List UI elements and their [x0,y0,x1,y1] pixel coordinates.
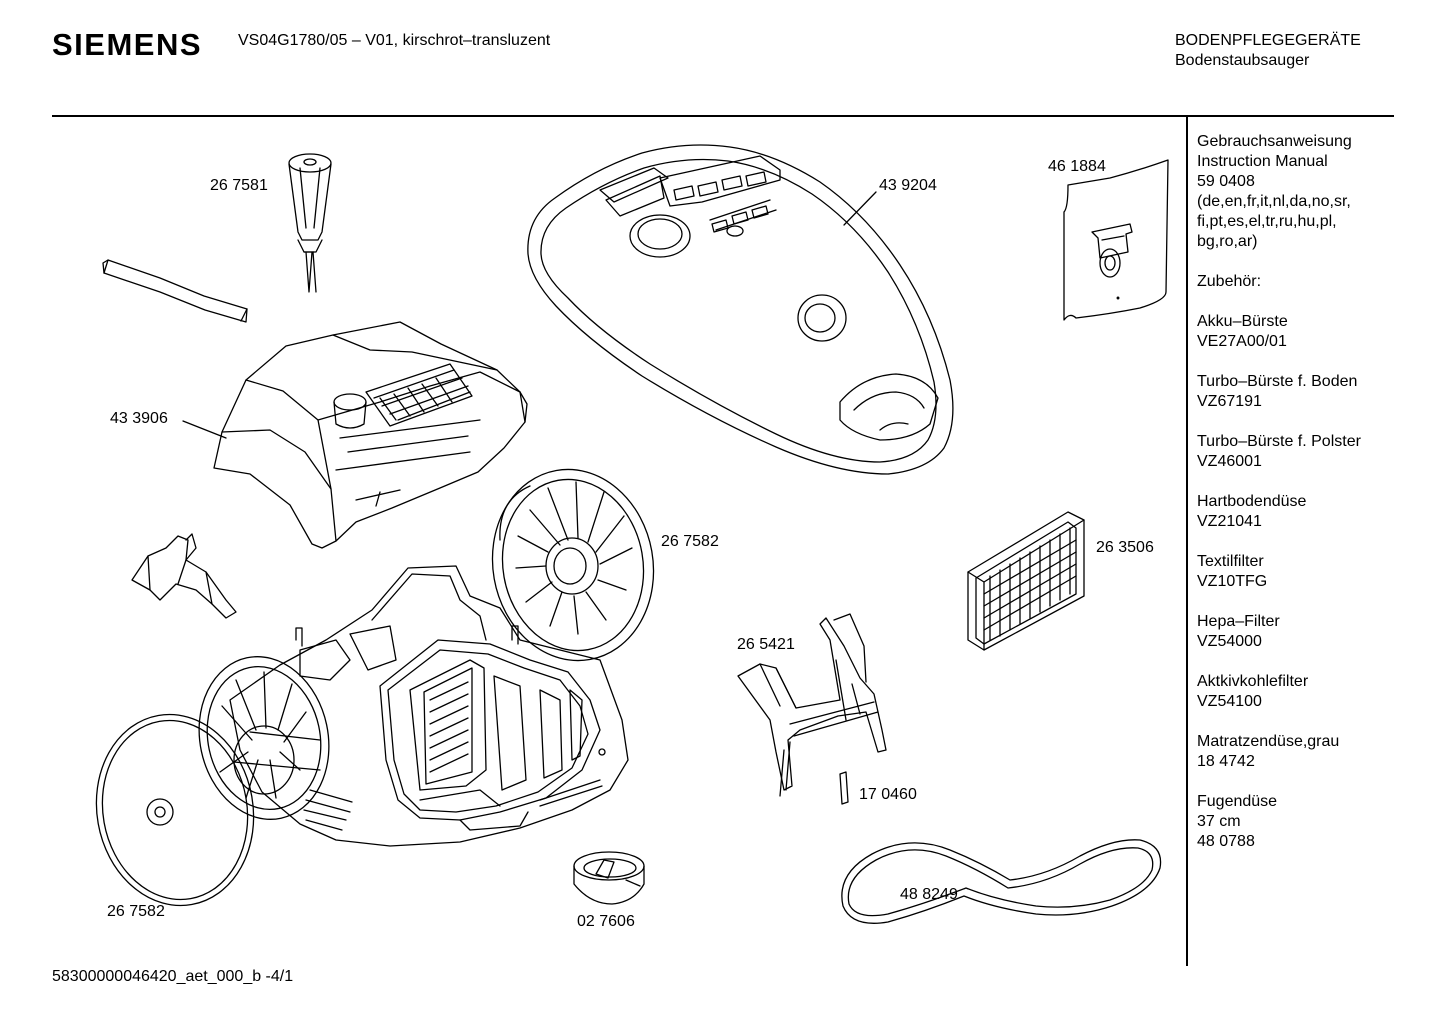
part-label-267582-upper: 26 7582 [661,533,719,550]
accessory-block: Matratzendüse,grau 18 4742 [1197,732,1397,772]
header-divider [52,115,1394,117]
part-drawing-027606 [574,852,644,904]
accessory-line: VZ10TFG [1197,573,1268,590]
subcategory-title: Bodenstaubsauger [1175,52,1310,69]
accessory-line: bg,ro,ar) [1197,233,1258,250]
accessory-line: VZ21041 [1197,513,1262,530]
part-drawing-strip [103,260,247,322]
accessory-line: 18 4742 [1197,753,1255,770]
category-title: BODENPFLEGEGERÄTE [1175,32,1361,49]
accessory-line: 48 0788 [1197,833,1255,850]
part-drawing-170460 [840,772,848,804]
accessory-line: Gebrauchsanweisung [1197,133,1352,150]
part-drawing-267582a [478,457,669,674]
part-label-461884: 46 1884 [1048,158,1106,175]
part-label-433906: 43 3906 [110,410,168,427]
part-label-488249: 48 8249 [900,886,958,903]
accessory-line: (de,en,fr,it,nl,da,no,sr, [1197,193,1351,210]
accessory-line: Hepa–Filter [1197,613,1280,630]
part-label-263506: 26 3506 [1096,539,1154,556]
model-title: VS04G1780/05 – V01, kirschrot–transluzen… [238,32,551,49]
part-drawing-base [230,566,628,846]
part-drawing-461884 [1064,160,1168,320]
accessory-block: Zubehör: [1197,272,1397,292]
accessory-line: 37 cm [1197,813,1241,830]
accessory-line: VZ54100 [1197,693,1262,710]
sidebar-divider [1186,117,1188,966]
accessory-line: Textilfilter [1197,553,1264,570]
accessory-line: Turbo–Bürste f. Polster [1197,433,1361,450]
part-label-265421: 26 5421 [737,636,795,653]
accessory-line: Hartbodendüse [1197,493,1307,510]
accessory-line: Turbo–Bürste f. Boden [1197,373,1358,390]
document-id: 58300000046420_aet_000_b -4/1 [52,968,294,985]
accessory-line: VZ46001 [1197,453,1262,470]
part-label-027606: 02 7606 [577,913,635,930]
part-drawing-433906 [214,322,527,548]
leader-439204 [844,192,876,225]
accessory-line: Matratzendüse,grau [1197,733,1340,750]
accessory-line: VE27A00/01 [1197,333,1287,350]
part-drawing-263506 [968,512,1084,650]
part-drawing-439204 [528,145,953,474]
accessory-line: VZ54000 [1197,633,1262,650]
part-label-170460: 17 0460 [859,786,917,803]
brand-logo: SIEMENS [52,27,203,62]
exploded-view-drawing [0,0,1186,960]
accessory-line: Zubehör: [1197,273,1262,290]
accessory-line: Fugendüse [1197,793,1278,810]
part-drawing-267582b [82,644,344,918]
accessory-line: Akku–Bürste [1197,313,1288,330]
part-label-267582-lower: 26 7582 [107,903,165,920]
part-drawing-267581 [289,154,331,292]
part-drawing-265421 [738,614,886,796]
part-drawing-bracket [132,534,236,618]
part-label-267581: 26 7581 [210,177,268,194]
accessory-line: VZ67191 [1197,393,1262,410]
part-label-439204: 43 9204 [879,177,937,194]
leader-433906 [183,421,226,438]
part-drawing-488249 [842,840,1161,923]
accessory-block: Fugendüse 37 cm 48 0788 [1197,792,1397,852]
accessory-line: fi,pt,es,el,tr,ru,hu,pl, [1197,213,1337,230]
accessory-line: Instruction Manual [1197,153,1328,170]
accessory-line: Aktkivkohlefilter [1197,673,1309,690]
accessory-line: 59 0408 [1197,173,1255,190]
